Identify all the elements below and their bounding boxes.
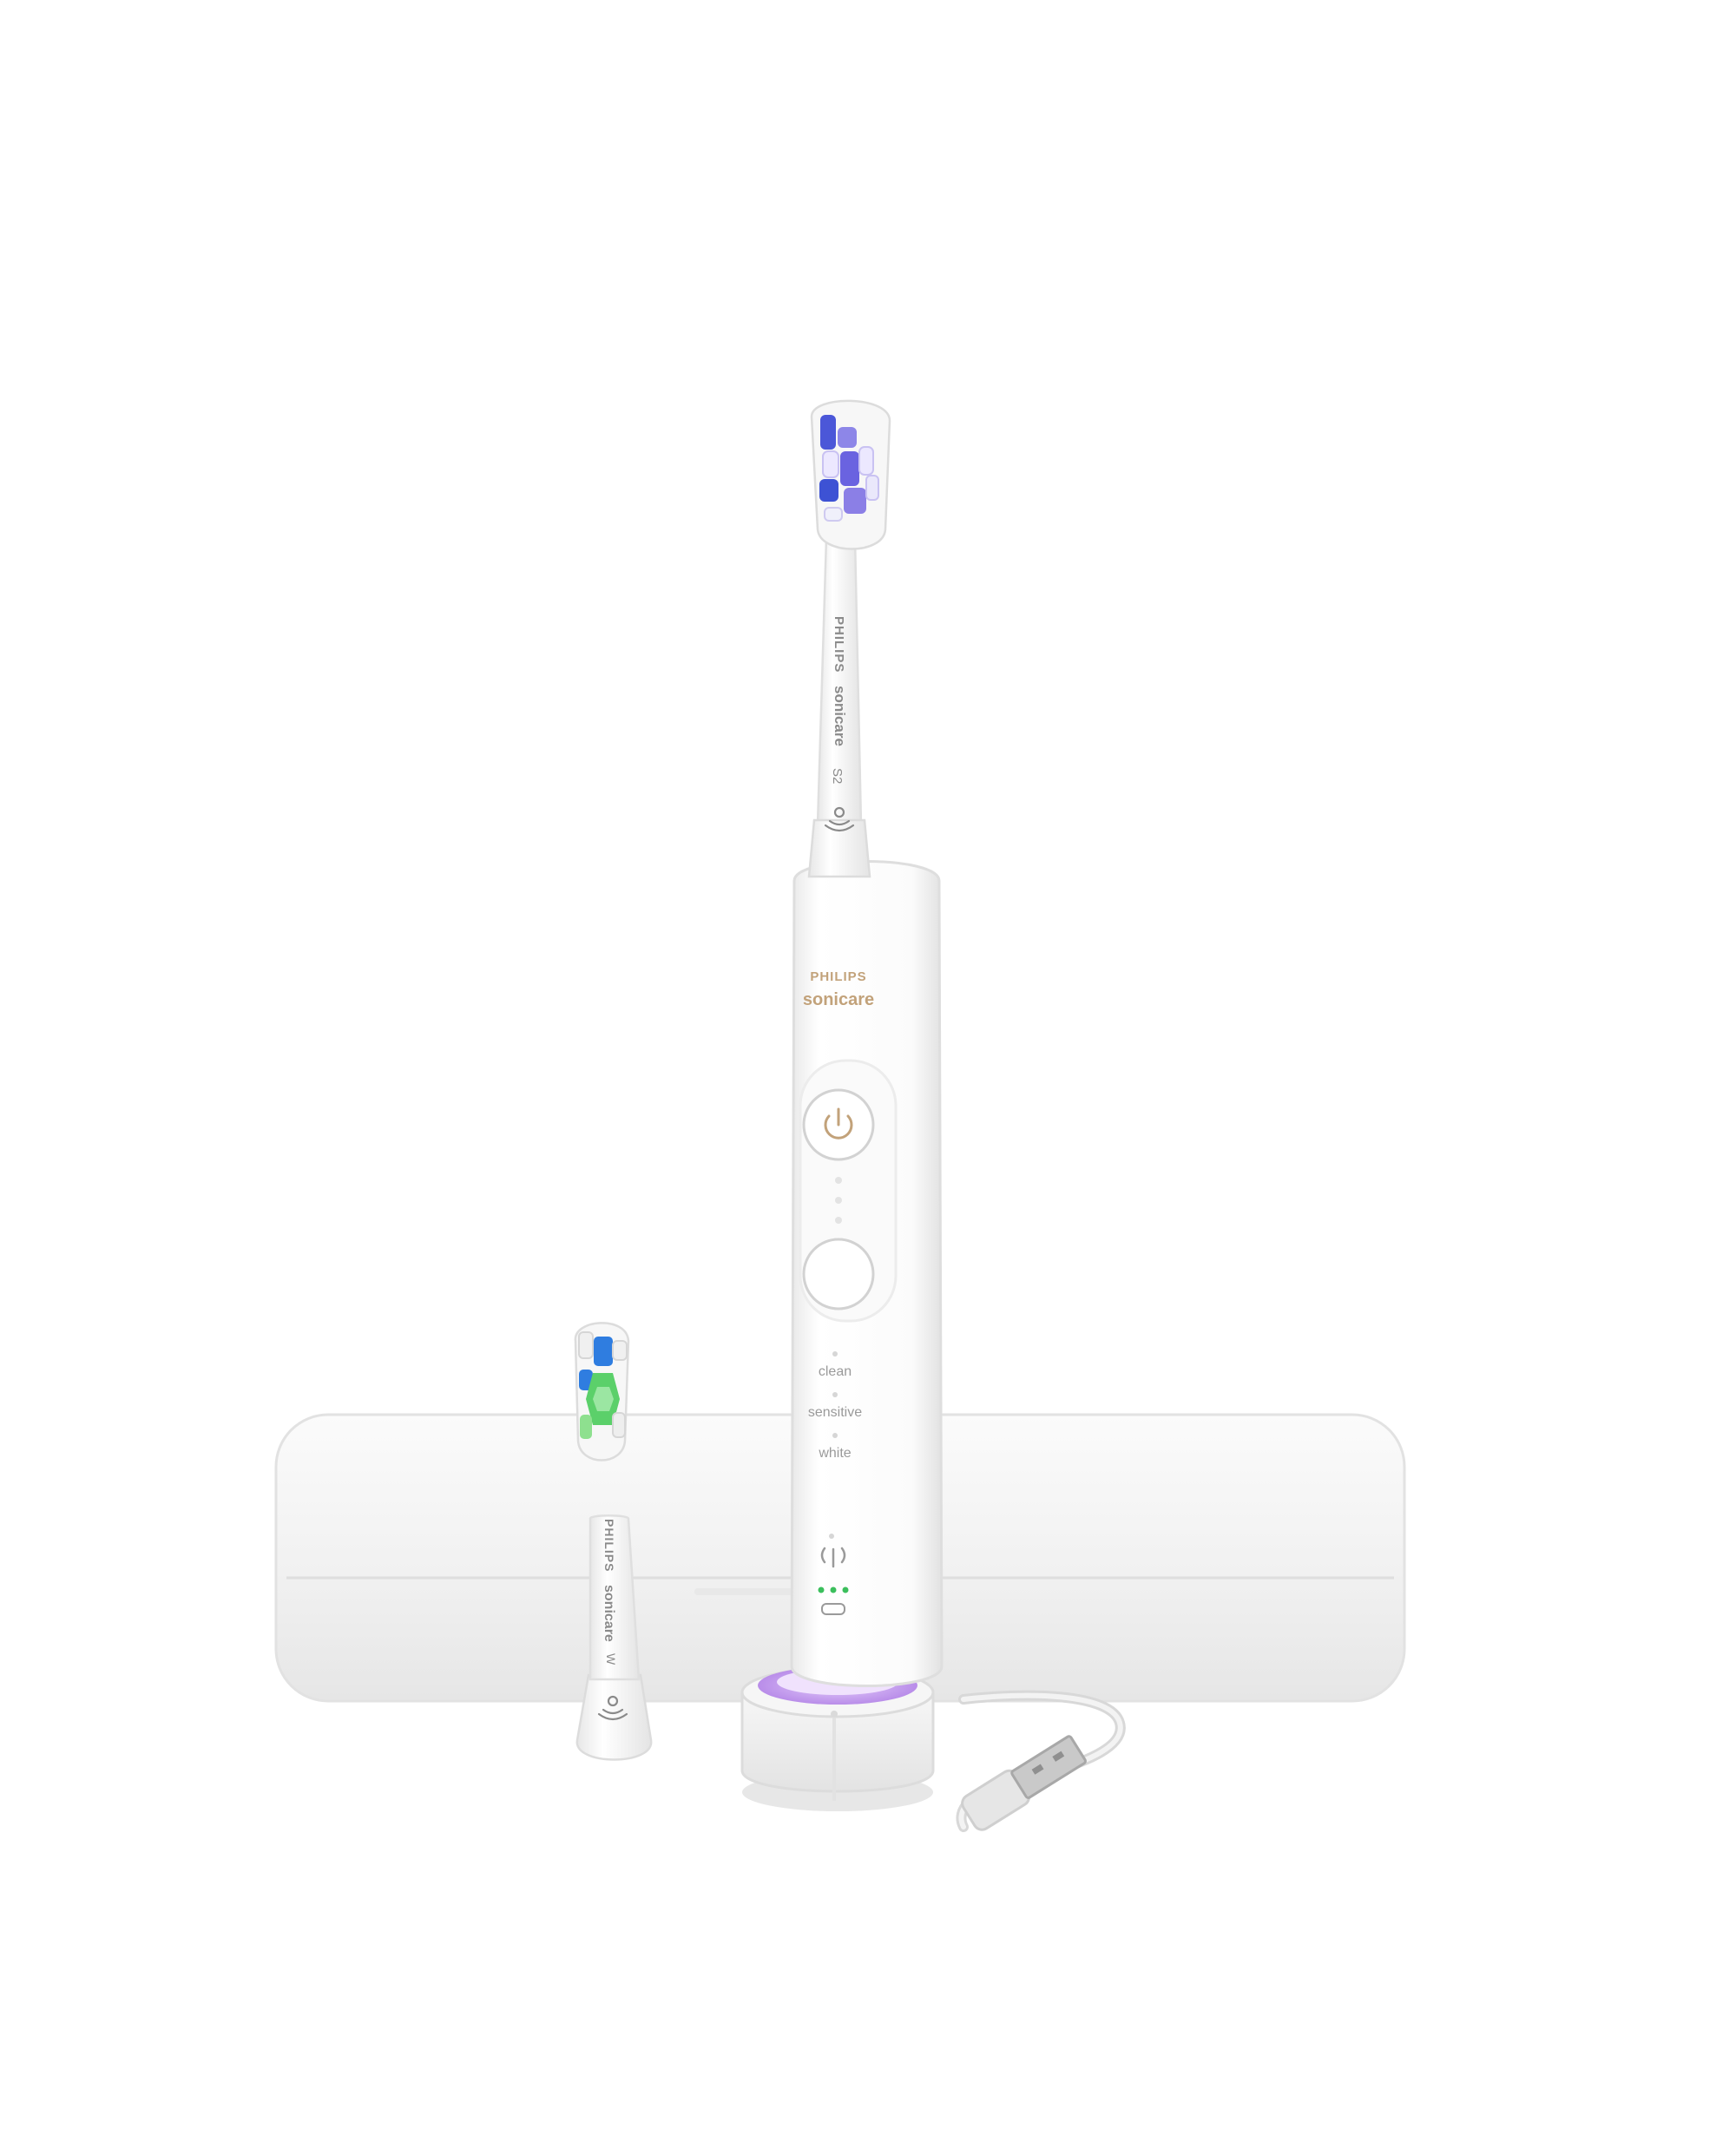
- spare-brush-head: PHILIPS sonicare W: [574, 1322, 653, 1761]
- main-head-logo-philips: PHILIPS: [832, 616, 846, 673]
- power-button[interactable]: [802, 1088, 875, 1161]
- battery-icon: [821, 1603, 845, 1615]
- charging-stand: [740, 1666, 935, 1811]
- main-head-logo-sonicare: sonicare: [832, 686, 848, 746]
- battery-indicator-light: [818, 1586, 825, 1593]
- brushsync-icon: [824, 806, 855, 832]
- toothbrush-handle: PHILIPS sonicare clean sensitive white: [790, 860, 944, 1687]
- main-head-code: S2: [830, 768, 845, 784]
- mode-label-clean: clean: [819, 1364, 852, 1379]
- spare-head-logo-philips: PHILIPS: [602, 1519, 616, 1572]
- handle-logo-philips: PHILIPS: [810, 969, 866, 984]
- mode-button[interactable]: [802, 1238, 875, 1311]
- mode-label-sensitive: sensitive: [808, 1405, 862, 1420]
- usb-plug: [961, 1735, 1087, 1831]
- handle-logo-sonicare: sonicare: [803, 990, 874, 1009]
- spare-brush-bristles: [578, 1331, 628, 1439]
- power-icon: [824, 1107, 853, 1140]
- battery-indicator-light: [830, 1586, 837, 1593]
- brushsync-icon: [597, 1695, 628, 1721]
- spare-head-code: W: [604, 1653, 618, 1665]
- pressure-sensor-icon: [820, 1547, 846, 1568]
- spare-head-logo-sonicare: sonicare: [602, 1585, 616, 1642]
- main-brush-bristles: [819, 415, 879, 522]
- intensity-dot: [835, 1197, 842, 1204]
- intensity-dot: [835, 1177, 842, 1184]
- intensity-dot: [835, 1217, 842, 1224]
- main-brush-head: PHILIPS sonicare S2: [807, 399, 891, 878]
- battery-indicator-light: [842, 1586, 849, 1593]
- mode-label-white: white: [818, 1446, 851, 1461]
